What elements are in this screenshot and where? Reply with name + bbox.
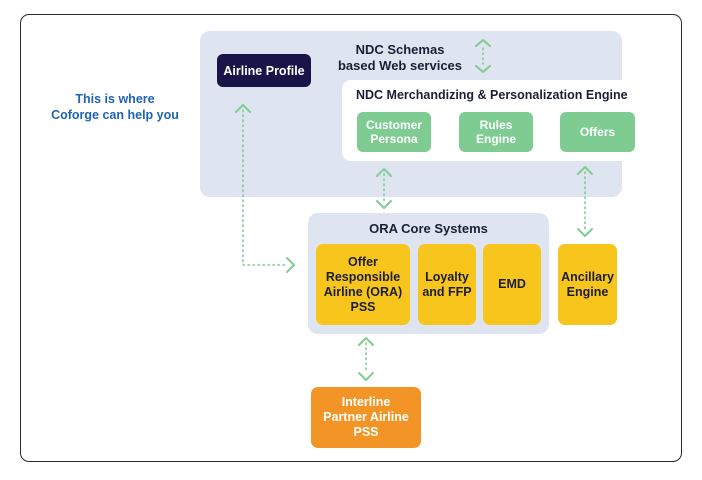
ancillary-engine-box: Ancillary Engine xyxy=(558,244,617,325)
offers-box: Offers xyxy=(560,112,635,152)
merchandizing-engine-title: NDC Merchandizing & Personalization Engi… xyxy=(356,88,628,102)
ndc-double-arrow xyxy=(475,39,491,73)
offers-ancillary-double-arrow xyxy=(577,166,593,237)
diagram-frame xyxy=(20,14,682,462)
interline-partner-box: Interline Partner Airline PSS xyxy=(311,387,421,448)
ora-interline-double-arrow xyxy=(358,337,374,381)
ora-core-title: ORA Core Systems xyxy=(369,221,488,236)
persona-ora-double-arrow xyxy=(376,168,392,209)
emd-box: EMD xyxy=(483,244,541,325)
customer-persona-box: Customer Persona xyxy=(357,112,431,152)
airline-profile-box: Airline Profile xyxy=(217,54,311,87)
ora-pss-box: Offer Responsible Airline (ORA) PSS xyxy=(316,244,410,325)
help-text: This is where Coforge can help you xyxy=(51,92,179,122)
loyalty-ffp-box: Loyalty and FFP xyxy=(418,244,476,325)
airline-profile-connector xyxy=(235,104,295,273)
ndc-schemas-title: NDC Schemas based Web services xyxy=(337,42,463,73)
rules-engine-box: Rules Engine xyxy=(459,112,533,152)
